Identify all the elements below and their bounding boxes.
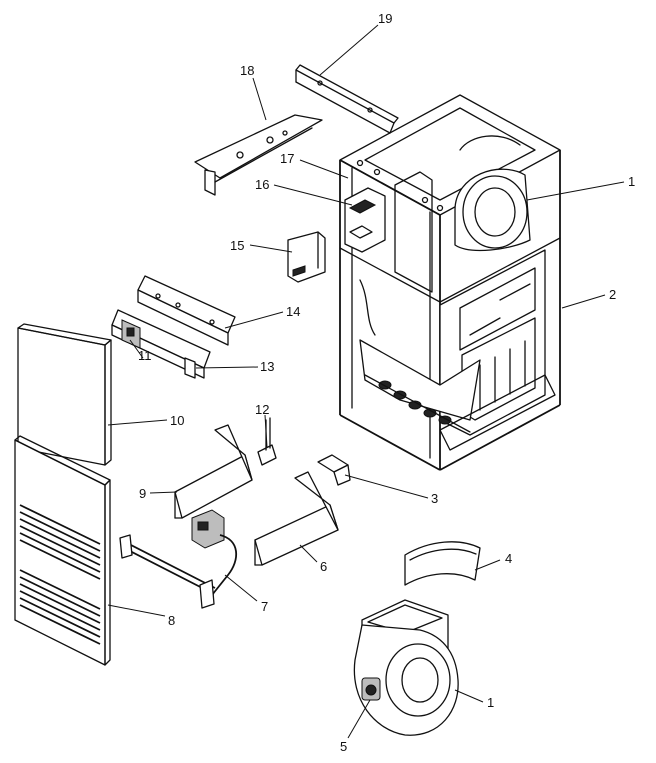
- callout-17: 17: [280, 151, 294, 166]
- control-part-16: [344, 187, 386, 253]
- callout-labels: 19 18 17 16 15 14 13 12 11 10 9 8 7 6 5 …: [138, 11, 635, 754]
- top-strip-part-19: [295, 64, 399, 134]
- callout-11: 11: [138, 348, 152, 363]
- bracket-part-3: [317, 454, 351, 486]
- door-switch-part-11: [121, 319, 141, 349]
- door-louvers: [19, 504, 101, 645]
- door-part-8: [14, 435, 111, 666]
- callout-19: 19: [378, 11, 392, 26]
- callout-3: 3: [431, 491, 438, 506]
- channel-part-6: [254, 471, 339, 566]
- callout-1-upper: 1: [628, 174, 635, 189]
- furnace-cabinet: [339, 94, 561, 471]
- callout-16: 16: [255, 177, 269, 192]
- callout-18: 18: [240, 63, 254, 78]
- rail-part-14: [137, 275, 236, 346]
- callout-14: 14: [286, 304, 300, 319]
- panel-part-10: [17, 323, 112, 466]
- shield-part-4: [404, 541, 481, 586]
- callout-4: 4: [505, 551, 512, 566]
- bracket-part-9: [174, 424, 253, 519]
- callout-8: 8: [168, 613, 175, 628]
- callout-12: 12: [255, 402, 269, 417]
- callout-1-lower: 1: [487, 695, 494, 710]
- motor-part-5: [361, 677, 381, 701]
- callout-13: 13: [260, 359, 274, 374]
- callout-5: 5: [340, 739, 347, 754]
- callout-7: 7: [261, 599, 268, 614]
- bracket-part-18: [194, 114, 323, 196]
- callout-10: 10: [170, 413, 184, 428]
- burner-assembly: [378, 380, 452, 425]
- blower-part-1-lower: [353, 599, 459, 736]
- gas-valve-part-7: [119, 509, 237, 609]
- callout-9: 9: [139, 486, 146, 501]
- callout-2: 2: [609, 287, 616, 302]
- callout-15: 15: [230, 238, 244, 253]
- callout-6: 6: [320, 559, 327, 574]
- plate-part-15: [287, 231, 326, 283]
- leader-lines: [107, 24, 625, 739]
